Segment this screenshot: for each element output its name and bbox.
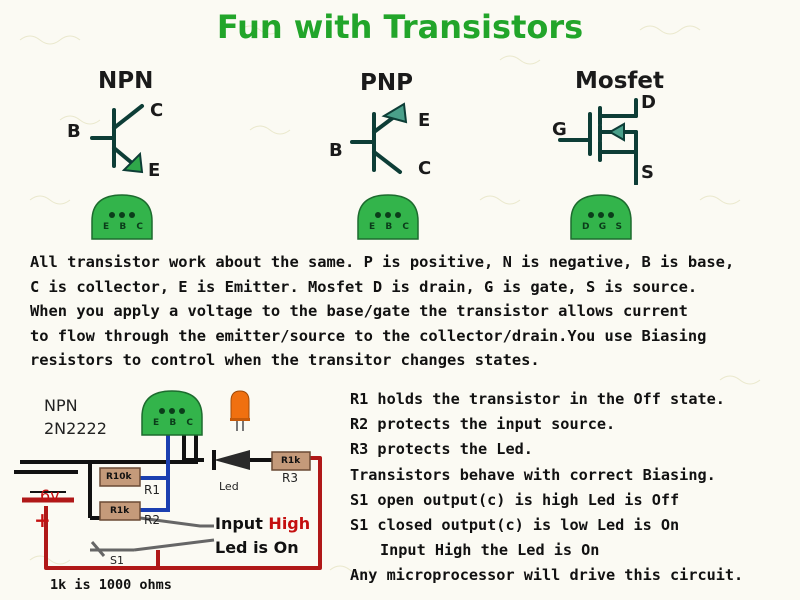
npn-label-b: B [67,121,81,142]
r1k-b-label: R1k [281,456,301,466]
npn-pin-1: E [103,222,110,232]
circuit-pin-3: C [186,418,193,428]
circuit-pin-2: B [169,418,177,428]
led-on-label: Led is On [215,538,299,557]
description-line: to flow through the emitter/source to th… [30,326,707,345]
description-line: resistors to control when the transitor … [30,351,540,369]
note-line: S1 closed output(c) is low Led is On [350,516,680,535]
pnp-pin-2: B [385,222,393,232]
mosfet-label-s: S [641,162,654,183]
npn-label-e: E [148,160,161,181]
to92-package-icon [91,194,153,240]
input-high-text: High [268,514,311,533]
circuit-notes: R1 holds the transistor in the Off state… [350,387,790,589]
note-line: Input High the Led is On [380,541,600,560]
circuit-type-label: NPN [44,396,78,415]
note-line: R3 protects the Led. [350,440,533,459]
npn-pin-2: B [119,222,127,232]
note-line: R2 protects the input source. [350,415,616,434]
note-line: S1 open output(c) is high Led is Off [350,490,680,509]
s1-label: S1 [110,554,124,567]
battery-plus-label: + [34,508,51,532]
note-line: R1 holds the transistor in the Off state… [350,390,725,408]
led-label: Led [219,480,239,493]
circuit-pin-1: E [153,418,160,428]
mosfet-symbol-icon [558,98,638,185]
note-line: Any microprocessor will drive this circu… [350,566,744,585]
pnp-package: E B C [356,193,420,241]
npn-symbol-icon [90,104,144,174]
r2-label: R2 [144,513,160,527]
mosfet-title: Mosfet [575,68,664,94]
npn-package: E B C [90,193,154,241]
pnp-pin-3: C [402,222,409,232]
mosfet-label-d: D [641,92,656,113]
mosfet-pin-1: D [582,222,590,232]
description-paragraph: All transistor work about the same. P is… [30,250,790,373]
npn-title: NPN [98,68,154,94]
note-line: Transistors behave with correct Biasing. [350,465,716,484]
circuit-part-label: 2N2222 [44,419,107,438]
circuit-transistor-package: E B C [140,389,204,437]
mosfet-label-g: G [552,119,567,140]
mosfet-pin-3: S [615,222,622,232]
led-icon [230,390,250,431]
to92-package-icon [141,390,203,436]
r1k-a-label: R1k [110,506,130,516]
pnp-title: PNP [360,70,413,96]
r3-label: R3 [282,471,298,485]
footer-note: 1k is 1000 ohms [50,577,172,593]
to92-package-icon [570,194,632,240]
page-title: Fun with Transistors [216,8,584,46]
pnp-label-e: E [418,110,431,131]
description-line: All transistor work about the same. P is… [30,253,735,271]
pnp-symbol-icon [350,102,408,174]
npn-pin-3: C [136,222,143,232]
description-line: When you apply a voltage to the base/gat… [30,302,688,320]
description-line: C is collector, E is Emitter. Mosfet D i… [30,277,698,296]
r1-label: R1 [144,483,160,497]
pnp-label-c: C [418,158,432,179]
mosfet-package: D G S [569,193,633,241]
pnp-pin-1: E [369,222,376,232]
to92-package-icon [357,194,419,240]
input-text: Input [215,514,263,533]
input-label: Input High [215,514,310,533]
mosfet-pin-2: G [598,222,607,232]
battery-voltage-label: 6v [40,486,60,505]
r10k-label: R10k [106,472,132,482]
pnp-label-b: B [329,140,343,161]
npn-label-c: C [150,100,164,121]
